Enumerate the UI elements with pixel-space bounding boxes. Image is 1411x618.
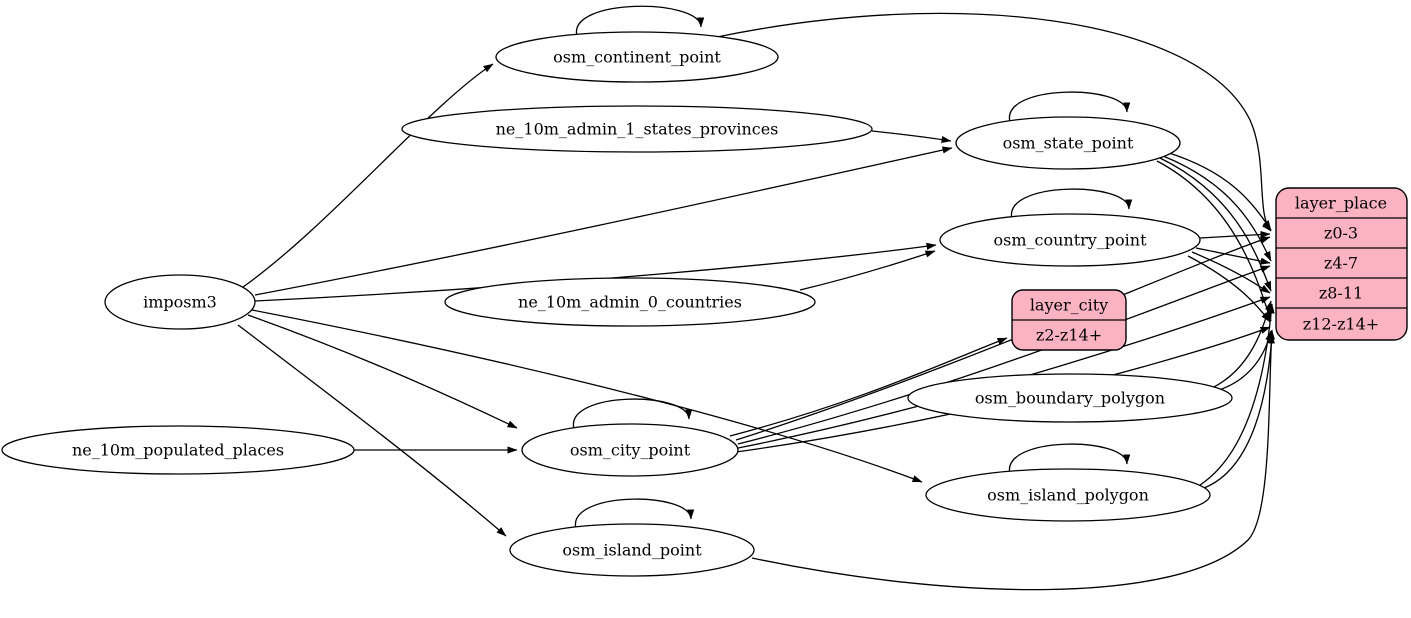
node-osm-island-point-label: osm_island_point	[562, 541, 702, 560]
node-osm-state-point-label: osm_state_point	[1003, 134, 1134, 153]
self-loop-osm_island_point	[575, 498, 695, 530]
node-osm-island-polygon-shape	[925, 468, 1211, 522]
node-ne-10m-populated-places-shape	[1, 425, 355, 475]
node-ne-10m-populated-places-label: ne_10m_populated_places	[72, 441, 284, 460]
node-osm-continent-point-shape	[495, 31, 779, 83]
record-layer-place-row-z12-z14: z12-z14+	[1303, 315, 1379, 334]
node-imposm3: imposm3	[104, 274, 256, 330]
node-osm-boundary-polygon: osm_boundary_polygon	[907, 373, 1233, 423]
edge-osm_continent_point-layer_place-z0-3	[711, 12, 1272, 232]
node-osm-city-point-label: osm_city_point	[570, 441, 691, 460]
record-layer-place-row-z4-7: z4-7	[1324, 254, 1358, 273]
edge-osm_state_point-layer_place-z0-3	[1165, 151, 1272, 231]
node-osm-country-point-shape	[939, 213, 1201, 267]
node-osm-island-polygon: osm_island_polygon	[925, 468, 1211, 522]
node-osm-boundary-polygon-label: osm_boundary_polygon	[975, 389, 1165, 408]
record-layer-place-title: layer_place	[1295, 194, 1387, 213]
self-loop-osm_country_point	[1011, 188, 1133, 220]
node-osm-state-point-shape	[955, 116, 1181, 170]
node-osm-country-point: osm_country_point	[939, 213, 1201, 267]
edge-imposm3-osm_continent_point	[242, 63, 494, 288]
node-osm-continent-point-label: osm_continent_point	[553, 48, 721, 67]
edge-osm_country_point-layer_place-z0-3	[1199, 230, 1271, 239]
node-imposm3-shape	[104, 274, 256, 330]
edge-osm_state_point-layer_place-z8-11	[1159, 157, 1272, 292]
edge-osm_country_point-layer_place-z12-z14+	[1187, 255, 1271, 323]
edge-osm_state_point-layer_place-z4-7	[1162, 155, 1272, 262]
node-ne-10m-populated-places: ne_10m_populated_places	[1, 425, 355, 475]
node-osm-continent-point: osm_continent_point	[495, 31, 779, 83]
node-osm-state-point: osm_state_point	[955, 116, 1181, 170]
node-osm-island-point-shape	[509, 523, 755, 577]
record-layer-place-row-z8-11: z8-11	[1319, 284, 1363, 303]
node-imposm3-label: imposm3	[143, 293, 217, 312]
self-loop-osm_continent_point	[576, 5, 705, 37]
edge-osm_city_point-layer_place-z8-11	[737, 296, 1271, 449]
node-osm-country-point-label: osm_country_point	[993, 231, 1147, 250]
edge-ne_10m_admin_0_countries-osm_country_point	[799, 250, 936, 291]
edge-ne_10m_admin_1_states_provinces-osm_state_point	[871, 130, 952, 144]
edge-imposm3-osm_city_point	[247, 314, 518, 429]
node-ne-10m-admin-0-countries: ne_10m_admin_0_countries	[444, 277, 816, 327]
record-layer-city-row-z2-z14: z2-z14+	[1036, 326, 1102, 345]
node-osm-island-point: osm_island_point	[509, 523, 755, 577]
edge-imposm3-osm_state_point	[254, 146, 953, 296]
node-ne-10m-admin-1-states-provinces: ne_10m_admin_1_states_provinces	[401, 105, 873, 153]
node-ne-10m-admin-1-states-provinces-shape	[401, 105, 873, 153]
edge-osm_island_polygon-layer_place-z8-11	[1199, 303, 1275, 486]
edge-osm_island_polygon-layer_place-z12-z14+	[1203, 333, 1275, 489]
node-ne-10m-admin-1-states-provinces-label: ne_10m_admin_1_states_provinces	[496, 120, 779, 139]
node-osm-city-point: osm_city_point	[521, 423, 739, 477]
node-osm-boundary-polygon-shape	[907, 373, 1233, 423]
node-osm-city-point-shape	[521, 423, 739, 477]
edge-osm_city_point-layer_city-z2-z14+	[729, 337, 1008, 437]
node-ne-10m-admin-0-countries-label: ne_10m_admin_0_countries	[518, 293, 742, 312]
self-loop-osm_city_point	[573, 398, 693, 430]
self-loop-osm_state_point	[1009, 91, 1131, 123]
edge-imposm3-osm_island_point	[237, 324, 507, 537]
edge-layer	[237, 5, 1275, 591]
edge-osm_island_point-layer_place-z12-z14+	[751, 329, 1275, 591]
node-ne-10m-admin-0-countries-shape	[444, 277, 816, 327]
self-loop-osm_island_polygon	[1009, 443, 1131, 475]
edge-osm_country_point-layer_place-z4-7	[1195, 247, 1271, 265]
record-layer-city-title: layer_city	[1030, 296, 1108, 315]
record-layer-place: layer_place z0-3 z4-7 z8-11 z12-z14+	[1275, 187, 1408, 341]
edge-osm_country_point-layer_place-z8-11	[1191, 251, 1271, 294]
record-layer-city: layer_city z2-z14+	[1011, 289, 1127, 351]
record-layer-place-row-z0-3: z0-3	[1324, 224, 1358, 243]
record-layer-place-box	[1275, 187, 1408, 341]
node-osm-island-polygon-label: osm_island_polygon	[987, 486, 1149, 505]
edge-imposm3-osm_country_point	[254, 242, 937, 302]
